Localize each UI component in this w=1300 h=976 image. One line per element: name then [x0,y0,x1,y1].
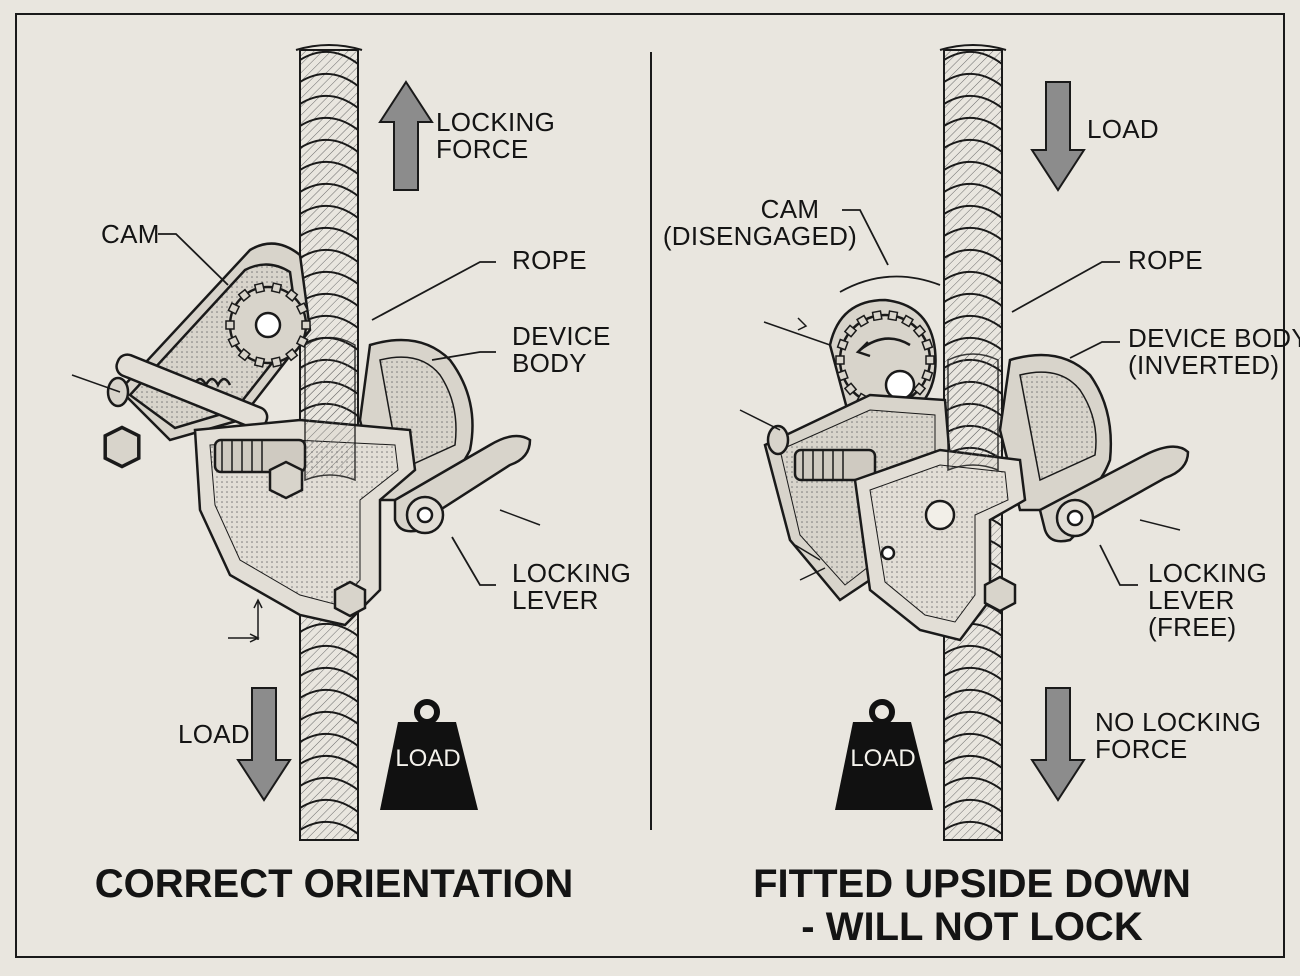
locking-force-label-2: FORCE [436,134,529,164]
right-rope-front [947,353,999,472]
left-leaders [158,233,496,586]
right-load-arrow-label: LOAD [1087,114,1159,144]
load-arrow [236,687,292,802]
locking-lever-label-1: LOCKING [512,558,631,588]
locking-force-arrow [378,80,434,191]
right-locking-lever-label-3: (FREE) [1148,612,1236,642]
right-caption-2: - WILL NOT LOCK [801,905,1143,949]
right-load-arrow [1030,81,1086,192]
no-locking-force-arrow [1030,687,1086,802]
right-locking-lever-label-2: LEVER [1148,585,1235,615]
left-cam-gear [225,282,311,368]
locking-force-label-1: LOCKING [436,107,555,137]
right-load-weight: LOAD [835,699,933,810]
left-rope-front [304,336,356,482]
rope-label: ROPE [512,245,587,275]
left-panel: LOCKING FORCE [71,44,631,906]
cam-label: CAM [101,219,160,249]
right-device-body-label-1: DEVICE BODY [1128,323,1300,353]
right-cam-gear [828,298,937,422]
device-body-label-1: DEVICE [512,321,611,351]
right-panel: LOAD [663,44,1300,949]
right-leaders [839,209,1138,586]
right-cam-label-2: (DISENGAGED) [663,221,857,251]
left-caption: CORRECT ORIENTATION [95,862,574,906]
right-dimension-marks [739,317,1181,581]
right-locking-lever-label-1: LOCKING [1148,558,1267,588]
right-weight-label: LOAD [850,745,915,772]
locking-lever-label-2: LEVER [512,585,599,615]
left-load-weight: LOAD [380,699,478,810]
right-cam-label-1: CAM [761,194,820,224]
right-rope-label: ROPE [1128,245,1203,275]
no-locking-force-label-1: NO LOCKING [1095,707,1261,737]
device-body-label-2: BODY [512,348,587,378]
left-device [103,242,532,627]
outer-frame [15,13,1285,958]
no-locking-force-label-2: FORCE [1095,734,1188,764]
left-dimension-marks [71,374,541,643]
right-device [763,298,1190,642]
right-caption-1: FITTED UPSIDE DOWN [753,862,1191,906]
load-arrow-label: LOAD [178,719,250,749]
right-device-body-label-2: (INVERTED) [1128,350,1279,380]
left-weight-label: LOAD [395,745,460,772]
